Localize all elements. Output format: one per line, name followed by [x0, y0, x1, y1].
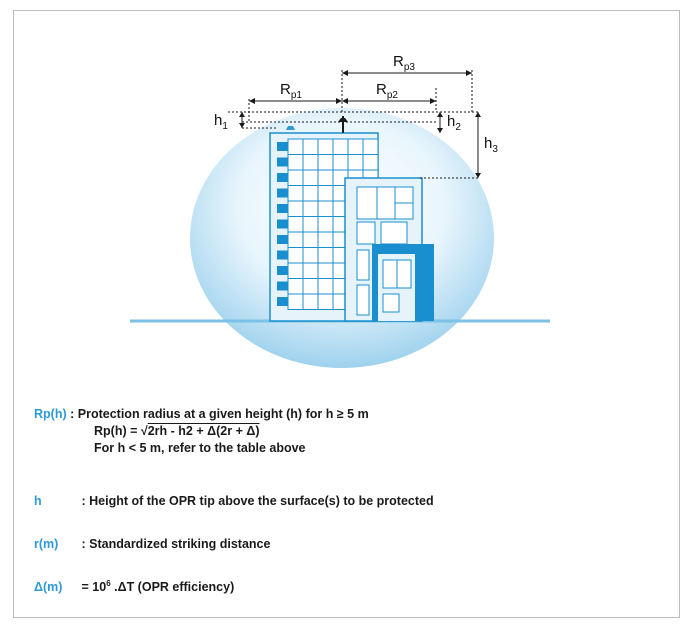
opr-terminal-main	[338, 116, 348, 133]
legend-r-sep: :	[81, 537, 86, 551]
legend-rp: Rp(h) : Protection radius at a given hei…	[34, 407, 369, 421]
legend-r-text: Standardized striking distance	[89, 537, 271, 551]
legend-r: r(m) : Standardized striking distance	[34, 537, 270, 551]
legend-rp-note: For h < 5 m, refer to the table above	[94, 441, 306, 455]
legend-delta-sep: =	[81, 580, 89, 594]
legend-h-text: Height of the OPR tip above the surface(…	[89, 494, 434, 508]
legend-delta-exp: 6	[106, 579, 111, 588]
label-rp3: Rp3	[393, 53, 415, 73]
legend-delta-prefix: 10	[92, 580, 107, 594]
legend-h-sep: :	[81, 494, 86, 508]
legend-h-term: h	[34, 494, 42, 508]
small-building	[372, 244, 434, 321]
formula-radicand: 2rh - h2 + Δ(2r + Δ)	[147, 424, 260, 438]
reference-lines	[228, 70, 478, 179]
dimension-arrows	[239, 70, 481, 178]
legend-h: h : Height of the OPR tip above the surf…	[34, 494, 434, 508]
label-rp2: Rp2	[376, 81, 398, 101]
legend-rp-term: Rp(h)	[34, 407, 67, 421]
legend-delta-suffix: .ΔT (OPR efficiency)	[110, 580, 235, 594]
legend-rp-sep: :	[70, 407, 75, 421]
label-h2: h2	[447, 113, 461, 133]
formula-prefix: Rp(h) = √	[94, 424, 148, 438]
protection-diagram: Rp3 Rp1 Rp2 h1 h2 h3	[130, 53, 550, 368]
opr-terminal-small	[286, 126, 295, 130]
legend-rp-text: Protection radius at a given height (h) …	[77, 407, 369, 421]
label-h1: h1	[214, 112, 228, 132]
legend-delta: Δ(m) = 106 .ΔT (OPR efficiency)	[34, 579, 234, 594]
label-h3: h3	[484, 135, 498, 155]
legend-r-term: r(m)	[34, 537, 59, 551]
legend-rp-formula: Rp(h) = √2rh - h2 + Δ(2r + Δ)	[94, 424, 259, 438]
legend-delta-term: Δ(m)	[34, 580, 63, 594]
label-rp1: Rp1	[280, 81, 302, 101]
